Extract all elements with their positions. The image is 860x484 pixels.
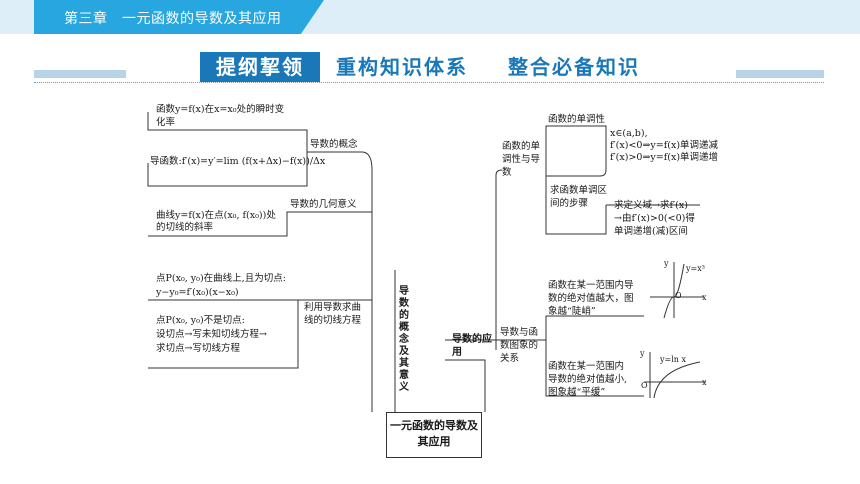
mono-title: 函数的单调性 (548, 114, 606, 125)
ln-graph (644, 352, 706, 399)
rate-line-1: 函数y=f(x)在x=x₀处的瞬时变 (156, 104, 285, 115)
right-deco-bar (736, 70, 824, 78)
right-branch-label: 导数的应用 (452, 334, 492, 358)
tangent-label: 利用导数求曲线的切线方程 (304, 302, 362, 326)
steps-line-3: 单调递增(减)区间 (614, 226, 688, 237)
graph1-y-axis-label: y (664, 259, 669, 268)
root-node: 一元函数的导数及其应用 (386, 412, 482, 458)
heading-1: 重构知识体系 (336, 55, 468, 79)
steps-line-1: 求定义域→求f′(x) (614, 200, 688, 211)
on-curve-line-2: y−y₀=f′(x₀)(x−x₀) (156, 287, 239, 298)
not-tangent-line-3: 求切点→写切线方程 (156, 343, 240, 354)
graph-label: 导数与函数图象的关系 (500, 327, 539, 364)
mono-label: 函数的单调性与导数 (502, 141, 541, 178)
flat-line-3: 图象越“平缓” (548, 387, 606, 398)
geometric-line (148, 211, 372, 237)
left-branch-label: 导数的概念及其意义 (399, 286, 409, 393)
graph-bracket (545, 315, 644, 338)
steps-title: 求函数单调区间的步骤 (550, 185, 608, 209)
left-deco-bar (34, 70, 126, 78)
tangent-bracket (148, 299, 299, 369)
graph1-x-axis-label: x (702, 293, 707, 302)
graph2-origin: O (641, 381, 648, 390)
graph1-equation: y=x³ (686, 264, 705, 273)
rate-line-2: 化率 (156, 117, 176, 128)
graph1-origin: O (675, 291, 682, 300)
chapter-tab: 第三章 一元函数的导数及其应用 (34, 0, 324, 34)
mono-decreasing: f′(x)<0⇒y=f(x)单调递减 (610, 140, 719, 151)
mono-increasing: f′(x)>0⇒y=f(x)单调递增 (610, 152, 719, 163)
chapter-title: 第三章 一元函数的导数及其应用 (64, 11, 282, 27)
not-tangent-line-2: 设切点→写未知切线方程→ (156, 329, 267, 340)
concept-bracket (147, 112, 308, 187)
graph2-x-axis-label: x (702, 378, 707, 387)
steep-line-3: 象越“陡峭” (548, 306, 596, 317)
section-badge: 提纲挈领 (200, 52, 320, 82)
flat-line-2: 导数的绝对值越小, (548, 374, 628, 385)
mono-condition: x∈(a,b), (610, 128, 648, 139)
concept-label: 导数的概念 (310, 139, 358, 150)
not-tangent-line-1: 点P(x₀, y₀)不是切点: (156, 315, 245, 326)
slope-line-2: 的切线的斜率 (156, 222, 214, 233)
slope-line-1: 曲线y=f(x)在点(x₀, f(x₀))处 (156, 210, 276, 221)
mono-bracket (545, 125, 607, 177)
graph2-y-axis-label: y (640, 349, 645, 358)
graph2-equation: y=ln x (660, 355, 686, 364)
steep-line-2: 数的绝对值越大，图 (548, 293, 634, 304)
geometric-label: 导数的几何意义 (290, 199, 357, 210)
on-curve-line-1: 点P(x₀, y₀)在曲线上,且为切点: (156, 273, 286, 284)
steep-line-1: 函数在某一范围内导 (548, 280, 634, 291)
cubic-graph (650, 262, 704, 319)
flat-line-1: 函数在某一范围内 (548, 361, 625, 372)
steps-line-2: →由f′(x)>0(<0)得 (614, 213, 695, 224)
heading-2: 整合必备知识 (508, 55, 640, 79)
derivative-function: 导函数:f′(x)=y′=lim (f(x+Δx)−f(x))/Δx (150, 156, 326, 167)
divider (34, 82, 824, 83)
